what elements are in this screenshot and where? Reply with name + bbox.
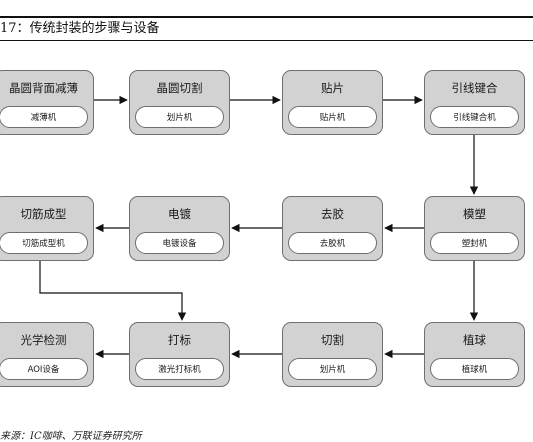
step-equipment: 去胶机	[288, 232, 377, 254]
step-equipment: 划片机	[135, 106, 224, 128]
step-name: 打标	[168, 332, 191, 347]
step-name: 切筋成型	[20, 206, 67, 221]
step-equipment: 划片机	[288, 358, 377, 380]
step-equipment: 减薄机	[0, 106, 88, 128]
step-optical-inspection: 光学检测 AOI设备	[0, 322, 94, 387]
figure-source: 来源：IC咖啡、万联证券研究所	[0, 431, 142, 442]
step-wafer-dicing: 晶圆切割 划片机	[129, 70, 230, 135]
step-name: 晶圆背面减薄	[9, 80, 78, 95]
step-name: 贴片	[321, 80, 344, 95]
title-rule	[0, 40, 533, 41]
step-equipment: 激光打标机	[135, 358, 224, 380]
step-equipment: AOI设备	[0, 358, 88, 380]
step-plating: 电镀 电镀设备	[129, 196, 230, 261]
step-equipment: 引线键合机	[430, 106, 519, 128]
step-equipment: 植球机	[430, 358, 519, 380]
step-name: 模塑	[463, 206, 486, 221]
step-deflash: 去胶 去胶机	[282, 196, 383, 261]
step-name: 晶圆切割	[156, 80, 203, 95]
figure-title: 17：传统封装的步骤与设备	[0, 21, 160, 36]
step-equipment: 贴片机	[288, 106, 377, 128]
step-wire-bonding: 引线键合 引线键合机	[424, 70, 525, 135]
step-name: 光学检测	[20, 332, 67, 347]
flow-arrow-8	[39, 261, 187, 321]
step-name: 切割	[321, 332, 344, 347]
top-rule	[0, 16, 533, 18]
step-singulation: 切割 划片机	[282, 322, 383, 387]
step-wafer-backgrinding: 晶圆背面减薄 减薄机	[0, 70, 94, 135]
step-name: 电镀	[168, 206, 191, 221]
step-name: 去胶	[321, 206, 344, 221]
step-equipment: 切筋成型机	[0, 232, 88, 254]
step-marking: 打标 激光打标机	[129, 322, 230, 387]
step-equipment: 电镀设备	[135, 232, 224, 254]
step-die-attach: 贴片 贴片机	[282, 70, 383, 135]
step-molding: 模塑 塑封机	[424, 196, 525, 261]
step-name: 植球	[463, 332, 486, 347]
step-ball-mount: 植球 植球机	[424, 322, 525, 387]
step-equipment: 塑封机	[430, 232, 519, 254]
step-trim-form: 切筋成型 切筋成型机	[0, 196, 94, 261]
step-name: 引线键合	[451, 80, 498, 95]
